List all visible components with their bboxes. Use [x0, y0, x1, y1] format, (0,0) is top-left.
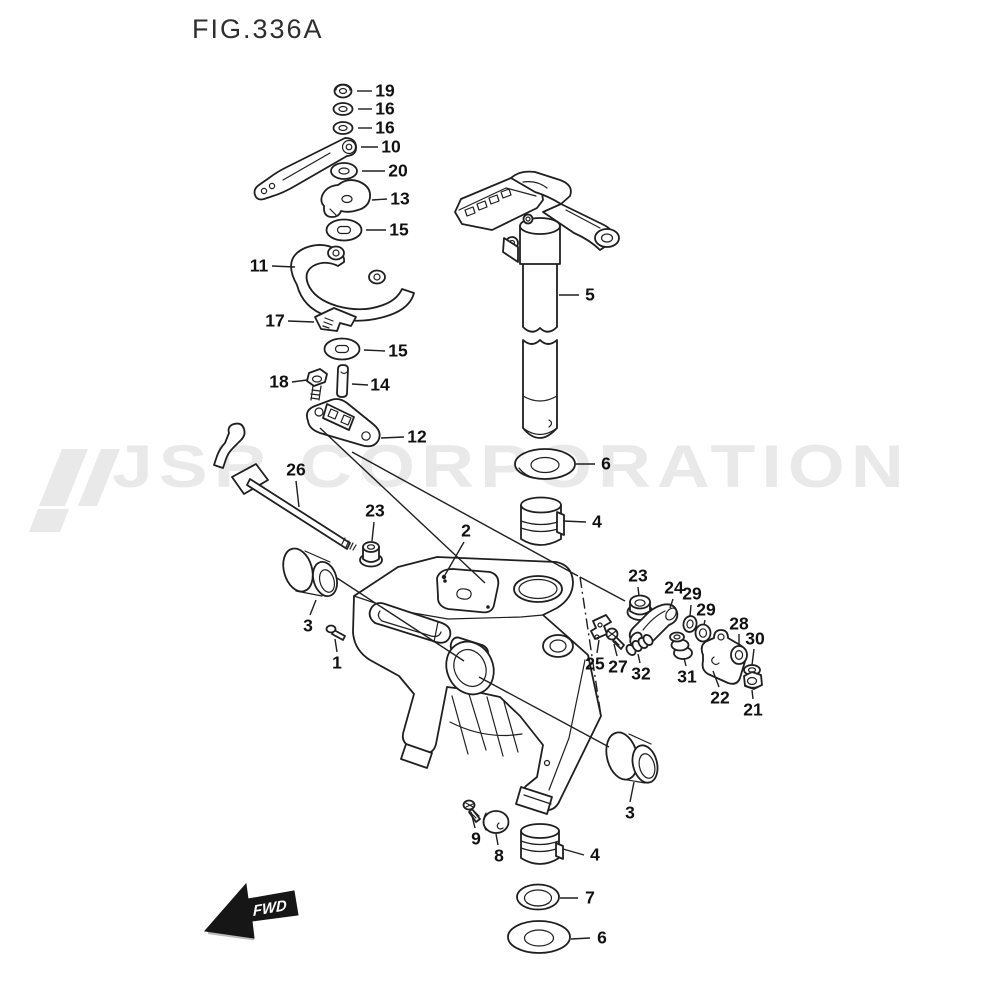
leader-line-1 — [334, 638, 338, 653]
leader-line-32 — [637, 653, 641, 664]
leader-lines — [271, 90, 755, 940]
leader-line-17 — [287, 320, 315, 323]
part-28-washer — [730, 645, 748, 665]
connector-line-3 — [336, 577, 465, 662]
leader-line-21 — [751, 689, 754, 700]
leader-line-14 — [351, 383, 369, 386]
part-16-washer-lower — [332, 121, 354, 135]
part-10-steering-arm — [253, 137, 357, 201]
part-11-tilt-handle — [290, 244, 415, 322]
leader-line-22 — [712, 670, 720, 688]
leader-line-23 — [371, 521, 375, 542]
part-15-disc-lower — [323, 337, 361, 361]
part-18-bolt — [306, 368, 328, 401]
leader-line-18 — [291, 379, 308, 383]
watermark-logo-slash — [65, 449, 101, 506]
leader-line-31 — [683, 657, 687, 667]
part-14-pin — [336, 364, 349, 398]
fwd-label: FWD — [253, 897, 287, 920]
part-27-screw — [605, 627, 625, 650]
connector-line-5 — [579, 576, 626, 602]
part-9-screw — [462, 799, 481, 823]
part-20-washer — [330, 162, 358, 180]
connector-line-4 — [478, 676, 610, 748]
part-16-washer-upper — [332, 102, 354, 116]
part-7-ring — [516, 883, 560, 911]
fwd-arrow: FWD — [204, 882, 299, 941]
leader-line-4 — [562, 848, 585, 856]
leader-line-11 — [271, 265, 296, 268]
part-13-cam-plate — [320, 179, 371, 218]
connector-line-6 — [579, 576, 602, 717]
leader-line-3 — [309, 599, 317, 616]
leader-line-12 — [380, 436, 405, 439]
gasket-point-dot — [441, 574, 447, 580]
connector-line-1 — [319, 427, 486, 584]
part-31-bushing — [669, 631, 693, 660]
leader-line-24 — [669, 598, 674, 609]
part-32-spring — [625, 634, 654, 656]
part-8-cap — [482, 810, 510, 834]
part-6-washer-upper — [514, 448, 576, 480]
part-29-washer-first — [682, 615, 698, 633]
part-26-tilt-rod — [213, 422, 357, 551]
leader-line-29 — [689, 604, 692, 617]
leader-line-26 — [295, 480, 300, 508]
leader-line-6 — [570, 937, 591, 940]
leader-line-27 — [613, 643, 618, 657]
part-12-bracket-plate — [306, 398, 381, 448]
watermark-logo-block — [29, 509, 69, 532]
part-4-collar-lower — [520, 823, 564, 865]
part-29-washer-second — [694, 623, 712, 643]
part-1-grease-nipple — [325, 624, 346, 641]
leader-line-29 — [703, 619, 706, 626]
part-3-bushing-left — [282, 547, 338, 598]
leader-line-9 — [470, 811, 476, 829]
part-4-collar-upper — [520, 496, 565, 546]
leader-line-8 — [495, 833, 499, 846]
part-2-swivel-housing — [352, 556, 602, 815]
leader-line-4 — [562, 520, 587, 523]
part-23-nut-left — [359, 541, 383, 568]
part-5-clamp-bracket — [454, 170, 620, 439]
connector-lines — [319, 427, 626, 748]
figure-title: FIG.336A — [192, 14, 324, 44]
part-17-stopper-plate — [314, 307, 357, 332]
part-3-bushing-right — [605, 731, 659, 784]
leader-line-3 — [629, 781, 635, 803]
part-6-washer-lower — [507, 920, 571, 954]
leader-line-2 — [444, 541, 465, 576]
leader-line-15 — [363, 349, 386, 352]
leader-line-25 — [596, 639, 600, 654]
part-21-nut — [743, 671, 763, 690]
leader-line-13 — [371, 198, 388, 201]
leader-line-23 — [637, 586, 640, 597]
part-15-disc-upper — [325, 218, 363, 242]
part-19-nut — [333, 83, 353, 99]
connector-line-2 — [351, 451, 579, 577]
leader-line-30 — [751, 648, 755, 666]
